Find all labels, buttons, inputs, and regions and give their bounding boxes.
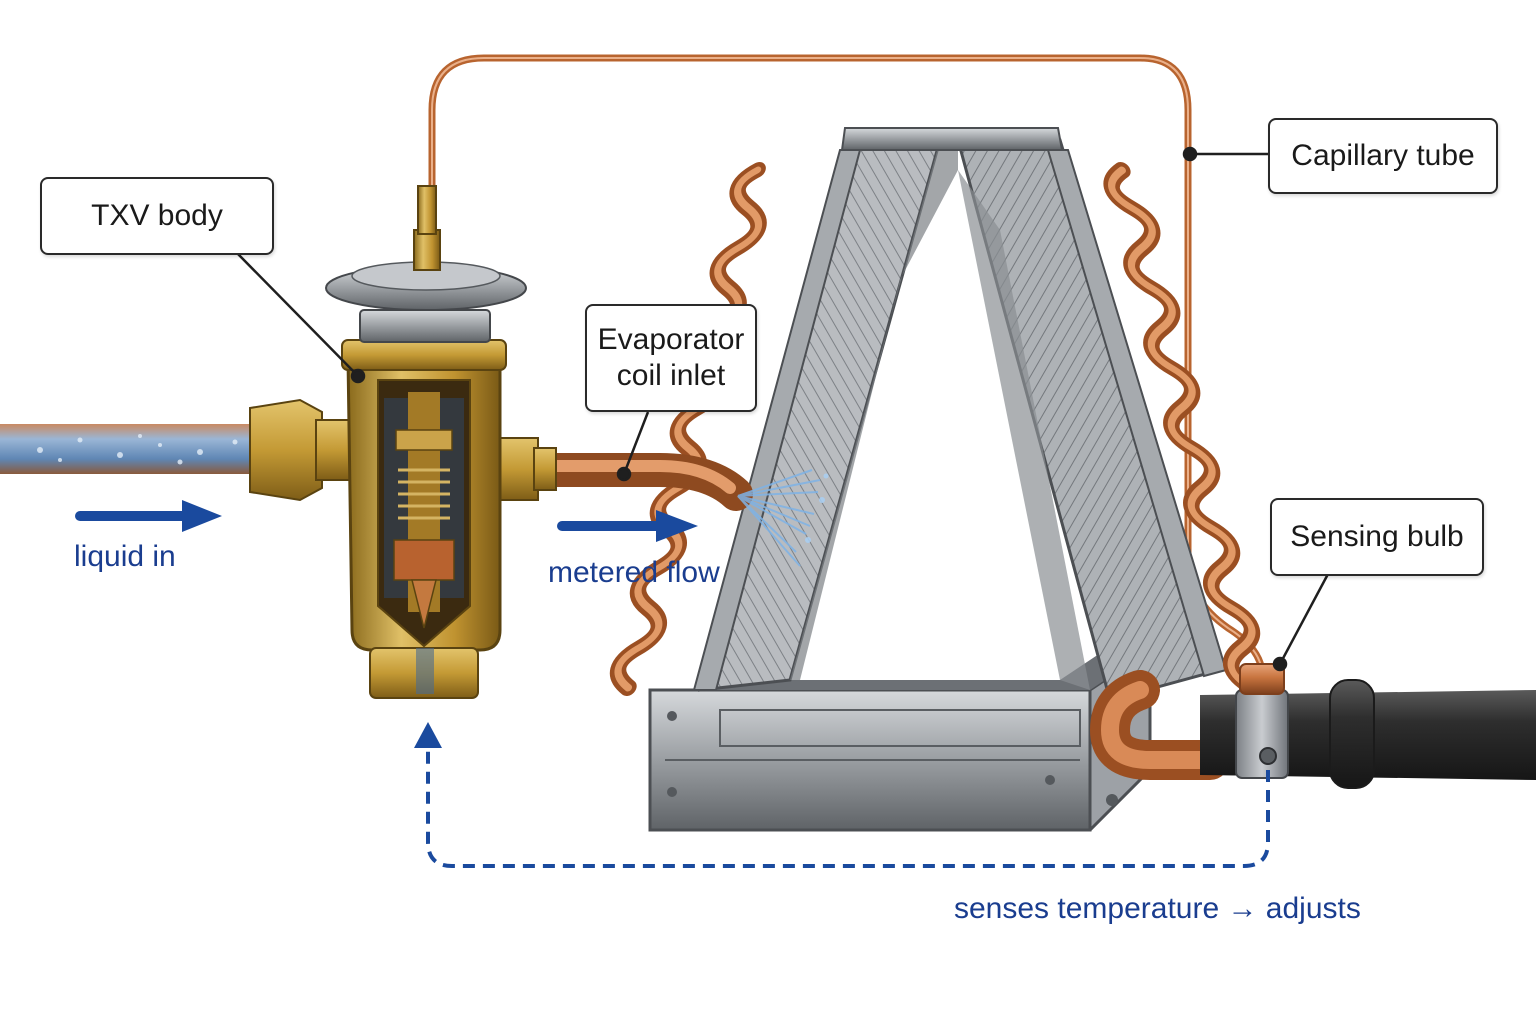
txv-body-callout: TXV body bbox=[40, 177, 274, 255]
txv-valve bbox=[250, 186, 556, 698]
liquid-in-arrow bbox=[80, 500, 222, 532]
sensing-bulb bbox=[1236, 664, 1288, 778]
evaporator-label-line1: Evaporator bbox=[598, 322, 745, 358]
evaporator-label-line2: coil inlet bbox=[617, 358, 725, 394]
sensing-bulb-label: Sensing bulb bbox=[1290, 519, 1463, 555]
evaporator-inlet-tube bbox=[530, 466, 736, 494]
metered-flow-label: metered flow bbox=[548, 556, 720, 590]
capillary-tube-label: Capillary tube bbox=[1291, 138, 1474, 174]
feedback-label: senses temperature → adjusts bbox=[954, 892, 1361, 926]
liquid-line-pipe bbox=[0, 424, 270, 474]
liquid-in-label: liquid in bbox=[74, 540, 176, 574]
capillary-tube-callout: Capillary tube bbox=[1268, 118, 1498, 194]
sensing-bulb-callout: Sensing bulb bbox=[1270, 498, 1484, 576]
txv-body-label: TXV body bbox=[91, 198, 223, 234]
evaporator-inlet-callout: Evaporator coil inlet bbox=[585, 304, 757, 412]
suction-line bbox=[1110, 680, 1536, 788]
